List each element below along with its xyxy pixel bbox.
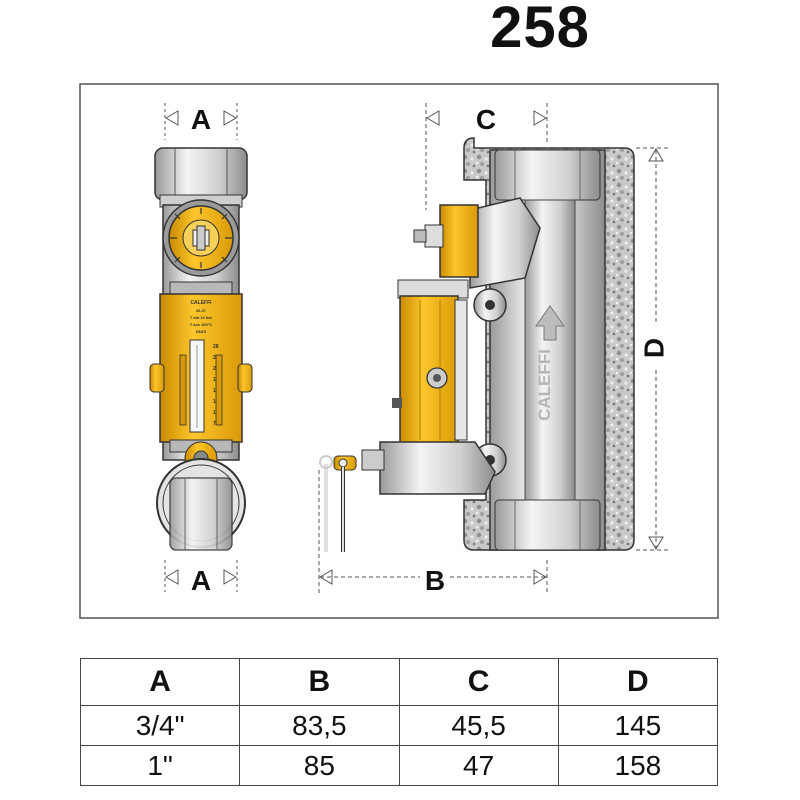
dim-label-a-top: A [191, 104, 211, 135]
dim-label-b: B [425, 565, 445, 596]
scale-mark: 7 [213, 421, 216, 427]
gauge-line-1: 26-37 [196, 308, 207, 313]
dim-label-a-bottom: A [191, 565, 211, 596]
table-cell: 85 [239, 745, 400, 786]
gauge-brand: CALEFFI [190, 300, 212, 306]
product-code: 258 [490, 0, 590, 60]
column-header-a: A [79, 658, 241, 706]
column-header-c: C [398, 658, 559, 706]
top-actuator [439, 204, 479, 278]
gauge-line-2: T ata 10 bar [190, 315, 213, 320]
table-cell: 1" [79, 745, 241, 786]
table-cell: 145 [557, 705, 719, 746]
table-row: 3/4" 83,5 45,5 145 [79, 705, 719, 746]
column-header-d: D [557, 658, 719, 706]
table-cell: 83,5 [239, 705, 400, 746]
dimensions-table: A B C D 3/4" 83,5 45,5 145 1" 85 47 158 [79, 658, 719, 786]
side-view: C CALEFFI [318, 103, 669, 596]
pipe-brand: CALEFFI [535, 349, 554, 421]
table-cell: 158 [557, 745, 719, 786]
drawing-frame [79, 83, 719, 619]
scale-mark: 28 [213, 344, 219, 350]
gauge-line-3: T ass 100°C [190, 322, 213, 327]
flow-direction-arrow [535, 305, 565, 341]
table-cell: 47 [398, 745, 559, 786]
column-header-b: B [239, 658, 400, 706]
dim-label-c: C [476, 104, 496, 135]
technical-drawing: A CALEFFI 26-37 T ata 10 bar T ass 100°C… [79, 83, 719, 619]
table-header-row: A B C D [79, 658, 719, 706]
table-cell: 3/4" [79, 705, 241, 746]
dim-label-d: D [638, 338, 669, 358]
table-cell: 45,5 [398, 705, 559, 746]
side-flow-meter [399, 295, 459, 445]
table-row: 1" 85 47 158 [79, 745, 719, 786]
gauge-line-4: DN15 [196, 329, 207, 334]
front-view: A CALEFFI 26-37 T ata 10 bar T ass 100°C… [149, 103, 253, 596]
